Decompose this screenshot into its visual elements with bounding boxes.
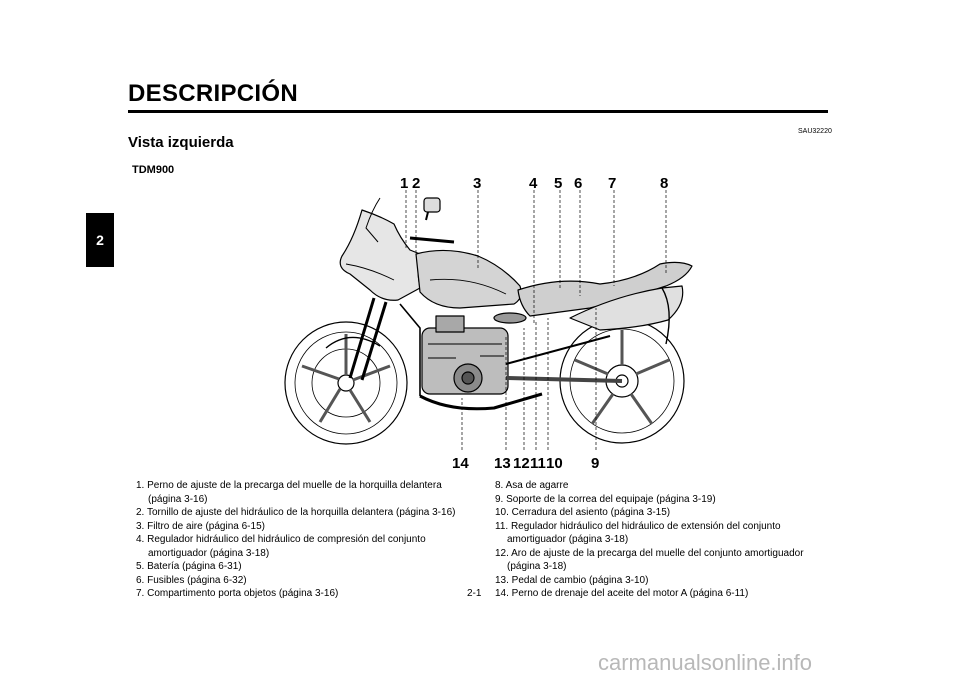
list-item-continuation: amortiguador (página 3-18) [148, 547, 270, 559]
list-item-continuation: (página 3-18) [507, 561, 567, 572]
chapter-tab: 2 [86, 213, 114, 267]
list-item: 3. Filtro de aire (página 6-15) [136, 520, 265, 532]
model-label: TDM900 [132, 164, 175, 176]
swingarm [505, 376, 623, 383]
list-item: 13. Pedal de cambio (página 3-10) [495, 574, 649, 586]
parts-list-right: 8. Asa de agarre 9. Soporte de la correa… [495, 479, 804, 601]
seat [517, 261, 693, 317]
section-title: Vista izquierda [128, 134, 234, 151]
list-item: 1. Perno de ajuste de la precarga del mu… [136, 480, 442, 491]
callout-13: 13 [494, 455, 511, 472]
parts-list-left: 1. Perno de ajuste de la precarga del mu… [136, 479, 455, 601]
callout-7: 7 [608, 175, 617, 192]
motorcycle-illustration [284, 190, 693, 450]
list-item: 8. Asa de agarre [495, 480, 569, 491]
callout-6: 6 [574, 175, 583, 192]
list-item-continuation: amortiguador (página 3-18) [507, 534, 629, 545]
front-fork [348, 297, 388, 381]
callout-3: 3 [473, 175, 482, 192]
list-item-continuation: (página 3-16) [148, 493, 208, 505]
front-fairing [339, 209, 421, 301]
list-item: 5. Batería (página 6-31) [136, 561, 242, 572]
list-item: 7. Compartimento porta objetos (página 3… [136, 588, 339, 599]
page-number: 2-1 [467, 588, 482, 599]
list-item: 11. Regulador hidráulico del hidráulico … [495, 520, 781, 532]
callout-2: 2 [412, 175, 421, 192]
callout-12: 12 [513, 455, 530, 472]
list-item: 14. Perno de drenaje del aceite del moto… [495, 588, 749, 599]
callout-9: 9 [591, 455, 600, 472]
callout-14: 14 [452, 455, 469, 472]
rear-body [569, 285, 684, 331]
watermark-text: carmanualsonline.info [598, 650, 813, 675]
callout-4: 4 [529, 175, 538, 192]
fuel-tank [415, 249, 522, 309]
title-rule [128, 110, 828, 113]
list-item: 10. Cerradura del asiento (página 3-15) [495, 507, 671, 518]
callout-11: 11 [530, 455, 546, 472]
callout-8: 8 [660, 175, 669, 192]
exhaust [419, 392, 543, 411]
handlebar [409, 236, 455, 244]
leader-lines [405, 190, 667, 450]
motorcycle-diagram: 1 2 3 4 5 6 7 8 14 13 12 11 10 9 [270, 168, 710, 473]
page-title: DESCRIPCIÓN [128, 80, 298, 107]
engine [421, 315, 509, 395]
callout-5: 5 [554, 175, 563, 192]
callout-1: 1 [400, 175, 409, 192]
list-item: 2. Tornillo de ajuste del hidráulico de … [136, 507, 456, 518]
list-item: 9. Soporte de la correa del equipaje (pá… [495, 493, 716, 505]
section-code: SAU32220 [798, 128, 832, 135]
callout-10: 10 [546, 455, 563, 472]
front-wheel [284, 321, 408, 445]
list-item: 12. Aro de ajuste de la precarga del mue… [495, 547, 804, 559]
list-item: 6. Fusibles (página 6-32) [136, 574, 247, 586]
list-item: 4. Regulador hidráulico del hidráulico d… [136, 534, 426, 545]
